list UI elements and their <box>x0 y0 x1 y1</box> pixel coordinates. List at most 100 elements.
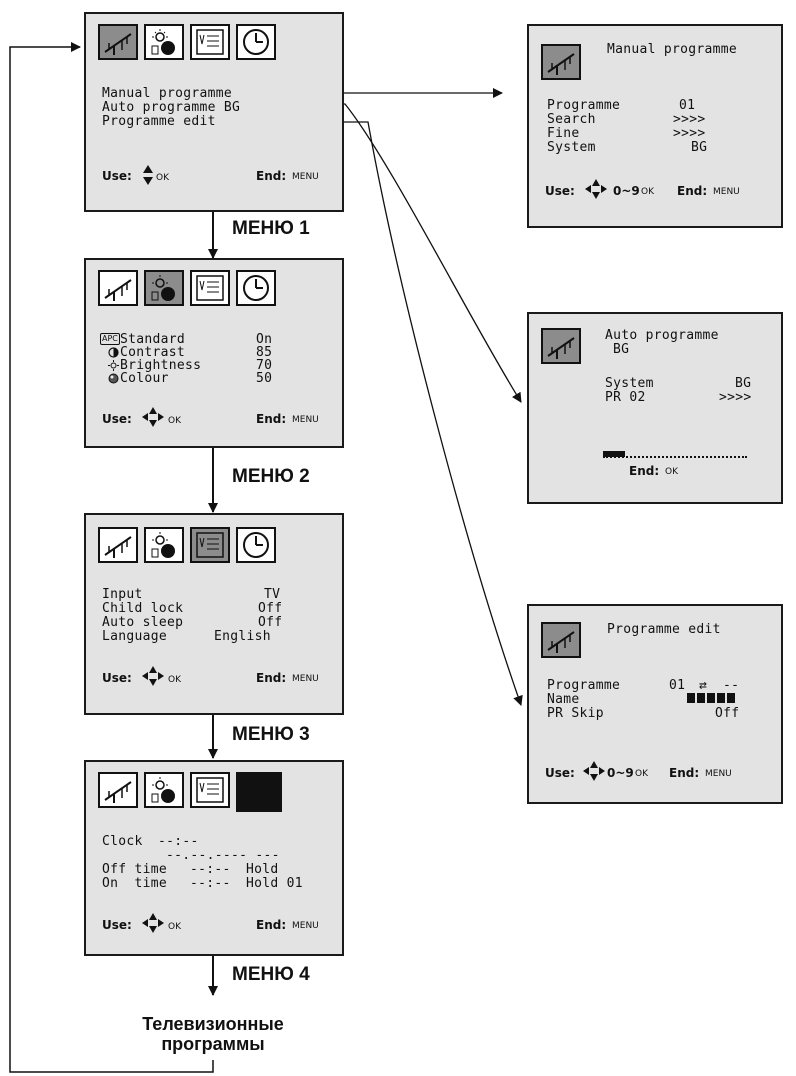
antenna-icon[interactable] <box>98 270 138 306</box>
menu3-value-language: English <box>214 629 271 644</box>
menu3-label-language[interactable]: Language <box>102 629 168 644</box>
manual-title: Manual programme <box>607 42 738 57</box>
programme-edit-panel: Programme edit Programme 01 ⇄ -- Name PR… <box>527 604 783 804</box>
clock-icon[interactable] <box>236 527 276 563</box>
setup-icon[interactable] <box>190 772 230 808</box>
manual-label-fine[interactable]: Fine <box>547 126 580 141</box>
antenna-icon[interactable] <box>98 527 138 563</box>
menu2-value-contrast: 85 <box>256 345 273 360</box>
picture-icon[interactable] <box>144 270 184 306</box>
auto-value-pr: >>>> <box>719 390 752 405</box>
menu2-label-standard[interactable]: Standard <box>120 332 186 347</box>
edit-value-programme: 01 <box>669 678 686 693</box>
four-way-arrows-icon <box>142 913 164 933</box>
menu4-label-on-time[interactable]: On time <box>102 876 168 891</box>
setup-icon[interactable] <box>190 527 230 563</box>
menu1-item-programme-edit[interactable]: Programme edit <box>102 114 216 129</box>
setup-icon[interactable] <box>190 270 230 306</box>
clock-icon[interactable] <box>236 24 276 60</box>
auto-progress-fill <box>603 451 625 457</box>
arrow-to-auto-programme <box>310 103 522 403</box>
menu1-caption: МЕНЮ 1 <box>232 218 310 239</box>
menu3-value-child-lock: Off <box>258 601 283 616</box>
menu4-value-off-time: --:-- <box>190 862 231 877</box>
edit-label-name[interactable]: Name <box>547 692 580 707</box>
menu4-mode-on-time: Hold 01 <box>246 876 303 891</box>
clock-icon[interactable] <box>236 772 282 812</box>
auto-label-pr: PR 02 <box>605 390 646 405</box>
menu3-panel: Input TV Child lock Off Auto sleep Off L… <box>84 513 344 715</box>
up-down-arrows-icon <box>143 165 153 185</box>
auto-end-label: End: <box>629 464 660 478</box>
menu2-label-brightness[interactable]: Brightness <box>120 358 202 373</box>
edit-range-label: 0~9 <box>607 766 634 780</box>
menu2-value-brightness: 70 <box>256 358 273 373</box>
menu1-end-key: MENU <box>292 172 319 182</box>
menu4-end-label: End: <box>256 918 287 932</box>
contrast-icon <box>108 347 119 358</box>
manual-label-system[interactable]: System <box>547 140 596 155</box>
menu4-label-off-time[interactable]: Off time <box>102 862 168 877</box>
edit-name-cursor-blocks <box>687 693 735 703</box>
menu1-item-auto-programme[interactable]: Auto programme BG <box>102 100 241 115</box>
tv-programmes-caption: Телевизионные программы <box>108 1014 318 1054</box>
menu2-label-contrast[interactable]: Contrast <box>120 345 186 360</box>
menu1-panel: Manual programme Auto programme BG Progr… <box>84 12 344 212</box>
menu1-item-manual-programme[interactable]: Manual programme <box>102 86 233 101</box>
menu2-panel: APC Standard On Contrast 85 Brightness 7… <box>84 258 344 448</box>
menu4-mode-off-time: Hold <box>246 862 279 877</box>
auto-label-system: System <box>605 376 654 391</box>
edit-label-programme[interactable]: Programme <box>547 678 621 693</box>
loop-back-connector <box>9 42 214 1073</box>
menu3-end-key: MENU <box>292 674 319 684</box>
menu4-value-on-time: --:-- <box>190 876 231 891</box>
setup-icon[interactable] <box>190 24 230 60</box>
auto-ok-label: OK <box>665 467 678 477</box>
menu3-caption: МЕНЮ 3 <box>232 724 310 745</box>
manual-label-programme[interactable]: Programme <box>547 98 621 113</box>
menu2-end-key: MENU <box>292 415 319 425</box>
menu4-panel: Clock --:-- --.--.---- --- Off time --:-… <box>84 760 344 956</box>
antenna-icon[interactable] <box>98 772 138 808</box>
antenna-icon <box>541 44 581 80</box>
menu4-use-label: Use: <box>102 918 132 932</box>
edit-label-pr-skip[interactable]: PR Skip <box>547 706 604 721</box>
menu2-use-label: Use: <box>102 412 132 426</box>
menu2-value-colour: 50 <box>256 371 273 386</box>
menu4-value-date: --.--.---- --- <box>166 848 280 863</box>
menu3-label-input[interactable]: Input <box>102 587 143 602</box>
manual-label-search[interactable]: Search <box>547 112 596 127</box>
edit-end-key: MENU <box>705 769 732 779</box>
menu2-end-label: End: <box>256 412 287 426</box>
four-way-arrows-icon <box>583 761 605 781</box>
picture-icon[interactable] <box>144 24 184 60</box>
clock-icon[interactable] <box>236 270 276 306</box>
edit-value-pr-skip: Off <box>715 706 740 721</box>
picture-icon[interactable] <box>144 772 184 808</box>
menu2-label-colour[interactable]: Colour <box>120 371 169 386</box>
menu1-use-label: Use: <box>102 169 132 183</box>
menu3-label-child-lock[interactable]: Child lock <box>102 601 184 616</box>
menu3-end-label: End: <box>256 671 287 685</box>
edit-value-target: -- <box>723 678 740 693</box>
menu4-ok-label: OK <box>168 922 181 932</box>
manual-end-label: End: <box>677 184 708 198</box>
manual-programme-panel: Manual programme Programme 01 Search >>>… <box>527 24 783 228</box>
swap-icon: ⇄ <box>699 678 708 693</box>
antenna-icon[interactable] <box>98 24 138 60</box>
colour-icon <box>108 373 119 384</box>
menu4-caption: МЕНЮ 4 <box>232 964 310 985</box>
arrow-to-programme-edit <box>255 121 523 706</box>
menu4-end-key: MENU <box>292 921 319 931</box>
picture-icon[interactable] <box>144 527 184 563</box>
menu1-end-label: End: <box>256 169 287 183</box>
manual-value-programme: 01 <box>679 98 696 113</box>
menu4-label-clock[interactable]: Clock <box>102 834 143 849</box>
four-way-arrows-icon <box>142 666 164 686</box>
tv-programmes-line1: Телевизионные <box>142 1014 284 1034</box>
four-way-arrows-icon <box>585 179 607 199</box>
menu2-value-standard: On <box>256 332 273 347</box>
auto-title: Auto programme <box>605 328 719 343</box>
menu3-label-auto-sleep[interactable]: Auto sleep <box>102 615 184 630</box>
